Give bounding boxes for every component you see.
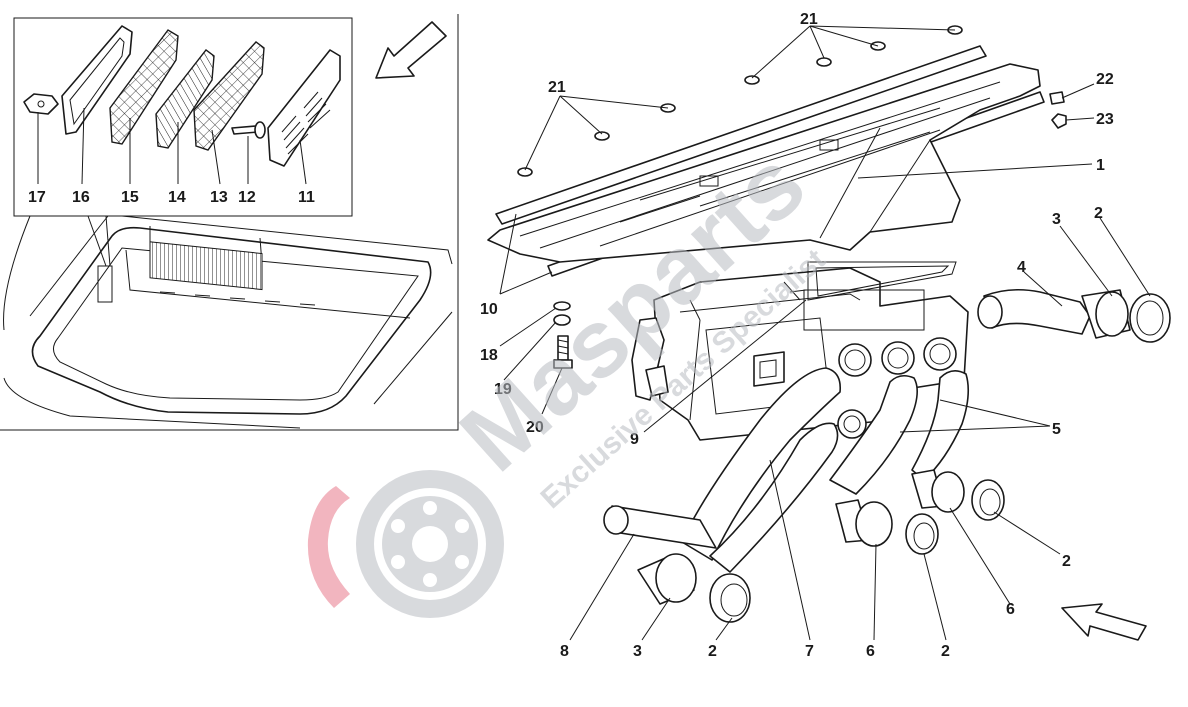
callout-14: 14 — [168, 189, 186, 206]
part-cap-2a — [1129, 293, 1171, 343]
part-gasket-16 — [61, 25, 133, 135]
part-pin-12 — [231, 121, 266, 139]
part-clip-17 — [23, 93, 59, 115]
callout-4: 4 — [1017, 259, 1026, 276]
part-duct-7 — [681, 367, 842, 561]
inset-frame — [0, 14, 459, 431]
seal-strip-upper — [495, 45, 987, 225]
callout-2-bottom: 2 — [708, 643, 717, 660]
callout-12: 12 — [238, 189, 256, 206]
callout-1: 1 — [1096, 157, 1105, 174]
part-cap-2b — [971, 479, 1005, 521]
callout-3-bottom: 3 — [633, 643, 642, 660]
inset-panel: 17 16 15 14 13 12 11 — [0, 14, 459, 431]
main-assembly: 21 21 22 23 1 3 2 4 10 18 19 20 9 5 2 6 … — [480, 11, 1171, 660]
callout-2-top: 2 — [1094, 205, 1103, 222]
direction-arrow-top — [375, 21, 447, 79]
part-mesh-13 — [193, 41, 265, 151]
part-hose-4 — [983, 288, 1091, 335]
callout-15: 15 — [121, 189, 139, 206]
leader-lines — [499, 25, 1151, 641]
callout-6-right: 6 — [1006, 601, 1015, 618]
callout-13: 13 — [210, 189, 228, 206]
brake-disc-logo — [307, 470, 504, 618]
callout-21-top: 21 — [800, 11, 818, 28]
part-filter-14 — [155, 49, 215, 149]
callout-7: 7 — [805, 643, 814, 660]
part-nut-23 — [1051, 113, 1067, 129]
filter-layers: 17 16 15 14 13 12 11 — [23, 25, 341, 206]
callout-16: 16 — [72, 189, 90, 206]
part-duct-5b — [911, 370, 970, 481]
part-bolt-20 — [553, 335, 573, 369]
callout-11: 11 — [298, 189, 315, 206]
callout-21-left: 21 — [548, 79, 566, 96]
part-clip-22 — [1049, 91, 1065, 105]
part-cap-2d — [905, 513, 939, 555]
part-housing-cover-1 — [487, 63, 1041, 263]
direction-arrow-bottom — [1061, 603, 1147, 641]
callout-18: 18 — [480, 347, 498, 364]
callout-3-top: 3 — [1052, 211, 1061, 228]
callout-8: 8 — [560, 643, 569, 660]
compartment-sketch — [3, 215, 453, 429]
callout-6-bottom: 6 — [866, 643, 875, 660]
part-mesh-15 — [109, 29, 179, 145]
callout-5: 5 — [1052, 421, 1061, 438]
ducts — [603, 288, 1171, 623]
callout-23: 23 — [1096, 111, 1114, 128]
callout-22: 22 — [1096, 71, 1114, 88]
callout-2-right: 2 — [1062, 553, 1071, 570]
callout-2-bottom-right: 2 — [941, 643, 950, 660]
callout-10: 10 — [480, 301, 498, 318]
callout-19: 19 — [494, 381, 512, 398]
filter-detail-box — [13, 17, 353, 217]
part-duct-5a — [829, 374, 918, 495]
callout-17: 17 — [28, 189, 46, 206]
callout-20: 20 — [526, 419, 544, 436]
callout-9: 9 — [630, 431, 639, 448]
